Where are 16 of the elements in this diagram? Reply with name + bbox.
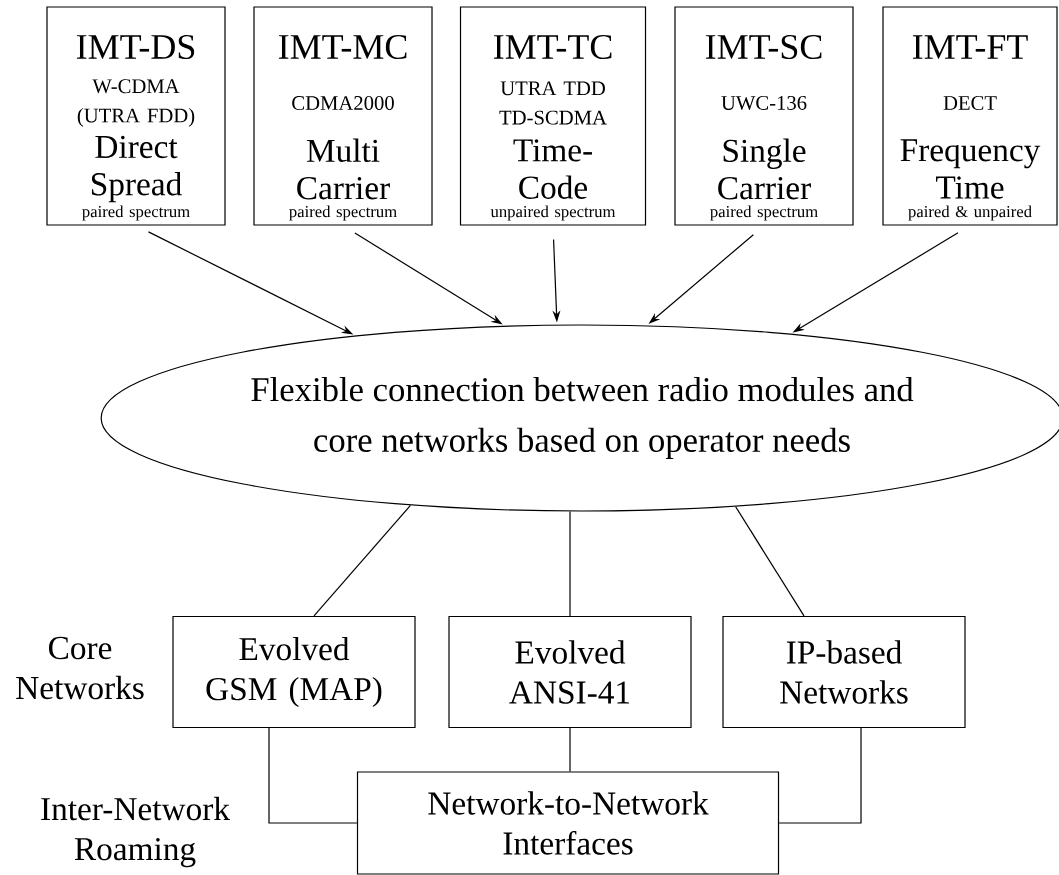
- standard-box: IMT-MC CDMA2000 Multi Carrier paired spectrum: [253, 6, 433, 226]
- standard-box: IMT-SC UWC-136 Single Carrier paired spectrum: [674, 6, 854, 226]
- network-box: Network-to-Network Interfaces: [356, 771, 780, 875]
- connector-line: [268, 727, 358, 824]
- connector-line: [778, 727, 862, 824]
- connector-line: [569, 727, 571, 772]
- row-label: Inter-Network Roaming: [41, 796, 230, 868]
- network-box: IP-based Networks: [722, 615, 966, 729]
- connector-line: [313, 504, 411, 617]
- standard-box: IMT-TC UTRA TDD TD-SCDMA Time-Code unpaired spectrum: [459, 6, 647, 226]
- network-box: Evolved GSM (MAP): [172, 615, 416, 729]
- standard-box: IMT-FT DECT Frequency Time paired & unpaired: [882, 6, 1058, 226]
- connector-line: [569, 511, 571, 617]
- connector-line: [735, 506, 805, 617]
- standard-box: IMT-DS W-CDMA (UTRA FDD) Direct Spread paired spectrum: [46, 6, 226, 226]
- network-box: Evolved ANSI-41: [448, 615, 692, 729]
